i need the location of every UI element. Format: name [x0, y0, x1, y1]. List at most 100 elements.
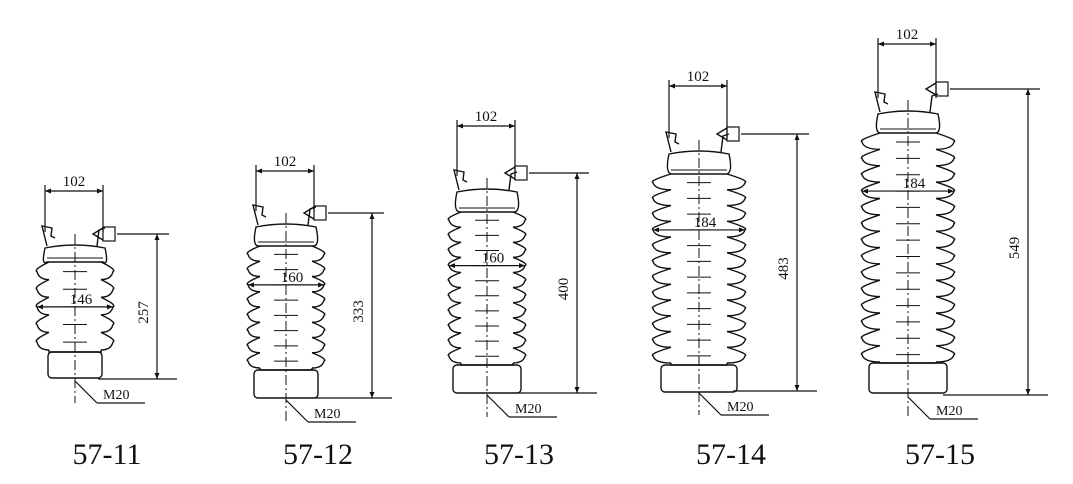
shed [860, 197, 956, 216]
cap-body [666, 150, 732, 175]
model-label: 57-14 [696, 438, 766, 471]
cap-body [454, 188, 520, 213]
clamp-bolt-tip [302, 206, 315, 220]
arrowhead [154, 234, 160, 240]
arrowhead [574, 387, 580, 393]
top-width-label: 102 [274, 154, 297, 170]
shed [651, 189, 747, 207]
height-label: 483 [776, 257, 792, 280]
thread-label: M20 [314, 407, 340, 422]
clamp-bolt-tip [715, 127, 728, 141]
shed [860, 312, 956, 330]
height-label: 400 [556, 278, 572, 301]
leader-line [486, 394, 510, 418]
shed [860, 344, 956, 363]
shed [35, 314, 115, 334]
top-width-label: 102 [687, 69, 710, 85]
shed [246, 336, 326, 354]
clamp-left-jaw [252, 204, 267, 226]
shed [246, 306, 326, 323]
shed [35, 278, 115, 298]
shed-diameter-label: 160 [281, 270, 304, 286]
shed [447, 241, 527, 258]
shed [651, 267, 747, 285]
shed-diameter-label: 146 [70, 292, 93, 308]
shed [651, 299, 747, 317]
arrowhead [509, 123, 515, 129]
shed [860, 132, 956, 151]
shed [447, 317, 527, 334]
clamp-left-jaw [41, 225, 56, 247]
shed [651, 315, 747, 333]
shed [246, 260, 326, 278]
arrowhead [248, 282, 254, 288]
arrowhead [318, 282, 324, 288]
shed-diameter-label: 184 [694, 215, 717, 231]
arrowhead [449, 263, 455, 269]
clamp-bolt [102, 226, 116, 242]
arrowhead [256, 168, 262, 174]
model-label: 57-12 [283, 438, 353, 471]
shed [860, 263, 956, 281]
height-label: 333 [351, 300, 367, 323]
arrowhead [107, 304, 113, 310]
thread-label: M20 [515, 402, 541, 417]
shed [651, 204, 747, 222]
height-label: 549 [1007, 237, 1023, 260]
shed [860, 246, 956, 265]
arrowhead [97, 188, 103, 194]
arrowhead [1025, 89, 1031, 95]
arrowhead [653, 227, 659, 233]
model-label: 57-13 [484, 438, 554, 471]
arrowhead [574, 173, 580, 179]
shed [860, 214, 956, 232]
arrowhead [930, 41, 936, 47]
leader-line [285, 399, 309, 423]
cap-body [253, 223, 319, 247]
shed [860, 295, 956, 314]
shed [651, 330, 747, 348]
top-width-label: 102 [475, 109, 498, 125]
shed [35, 331, 115, 351]
arrowhead [721, 83, 727, 89]
thread-label: M20 [936, 404, 962, 419]
top-width-label: 102 [63, 174, 86, 190]
shed [447, 332, 527, 349]
leader-line [907, 396, 931, 420]
arrowhead [457, 123, 463, 129]
arrowhead [519, 263, 525, 269]
clamp-bolt-tip [503, 166, 516, 180]
arrowhead [794, 385, 800, 391]
shed [651, 252, 747, 270]
clamp-bolt [313, 205, 327, 221]
thread-label: M20 [727, 400, 753, 415]
shed [35, 261, 115, 281]
top-width-label: 102 [896, 27, 919, 43]
arrowhead [37, 304, 43, 310]
arrowhead [45, 188, 51, 194]
shed [246, 291, 326, 308]
clamp-left-jaw [874, 91, 889, 113]
clamp-bolt [514, 165, 528, 181]
shed [860, 148, 956, 167]
cap-body [42, 244, 108, 264]
height-label: 257 [136, 301, 152, 324]
clamp-left-jaw [665, 131, 680, 153]
arrowhead [862, 188, 868, 194]
shed [246, 321, 326, 339]
shed [447, 211, 527, 228]
shed [651, 283, 747, 301]
shed [860, 279, 956, 298]
model-label: 57-11 [73, 438, 142, 471]
clamp-left-jaw [453, 169, 468, 191]
shed [860, 230, 956, 249]
shed [246, 352, 326, 369]
shed [860, 328, 956, 347]
arrowhead [794, 134, 800, 140]
